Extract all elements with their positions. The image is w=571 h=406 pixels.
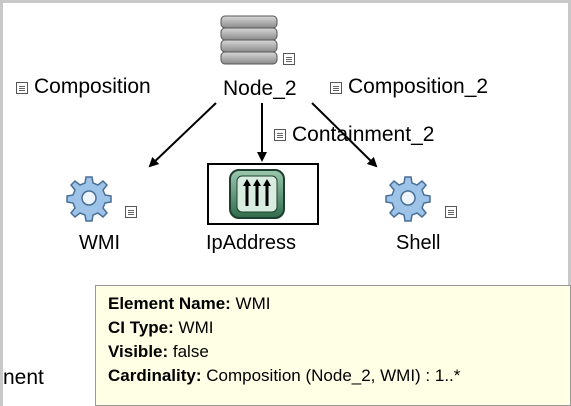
canvas-border-top: [0, 0, 571, 3]
edge-composition-2: [311, 102, 378, 168]
edge-label-composition: Composition: [34, 75, 151, 98]
ipaddress-label: IpAddress: [206, 232, 297, 254]
node-node2[interactable]: [219, 14, 283, 72]
ip-address-icon: [229, 169, 285, 219]
composition2-edge-icon[interactable]: [330, 82, 342, 94]
tooltip-element-name-value: WMI: [230, 294, 271, 313]
edge-label-composition-2: Composition_2: [348, 75, 489, 98]
node2-properties-icon[interactable]: [283, 53, 295, 65]
tooltip-cardinality-key: Cardinality:: [108, 366, 202, 385]
tooltip-element-name-key: Element Name:: [108, 294, 231, 313]
containment2-edge-icon[interactable]: [274, 129, 286, 141]
node-ipaddress[interactable]: [228, 168, 286, 220]
gear-icon: [385, 176, 431, 222]
tooltip-element-name-row: Element Name: WMI: [108, 292, 570, 316]
tooltip-ci-type-value: WMI: [173, 318, 214, 337]
server-stack-icon: [220, 15, 278, 65]
shell-properties-icon[interactable]: [445, 206, 457, 218]
canvas-border-left: [0, 0, 3, 406]
canvas-border-right: [568, 0, 571, 406]
tooltip-cardinality-value: Composition (Node_2, WMI) : 1..*: [201, 366, 461, 385]
ipaddress-selection-box: [207, 163, 319, 225]
shell-label: Shell: [396, 232, 441, 254]
wmi-properties-icon[interactable]: [125, 206, 137, 218]
edge-label-containment-2: Containment_2: [292, 123, 435, 146]
tooltip-ci-type-key: CI Type:: [108, 318, 174, 337]
tooltip-cardinality-row: Cardinality: Composition (Node_2, WMI) :…: [108, 364, 570, 388]
edge-composition: [148, 102, 217, 168]
composition-edge-icon[interactable]: [16, 82, 28, 94]
gear-icon: [66, 176, 112, 222]
element-tooltip: Element Name: WMI CI Type: WMI Visible: …: [95, 285, 571, 406]
wmi-label: WMI: [79, 232, 121, 254]
tooltip-visible-value: false: [168, 342, 209, 361]
tooltip-visible-key: Visible:: [108, 342, 169, 361]
tooltip-ci-type-row: CI Type: WMI: [108, 316, 570, 340]
node-shell[interactable]: [375, 173, 441, 225]
partial-edge-label: nent: [3, 366, 44, 389]
node-wmi[interactable]: [56, 173, 122, 225]
tooltip-visible-row: Visible: false: [108, 340, 570, 364]
node2-label: Node_2: [223, 77, 297, 100]
